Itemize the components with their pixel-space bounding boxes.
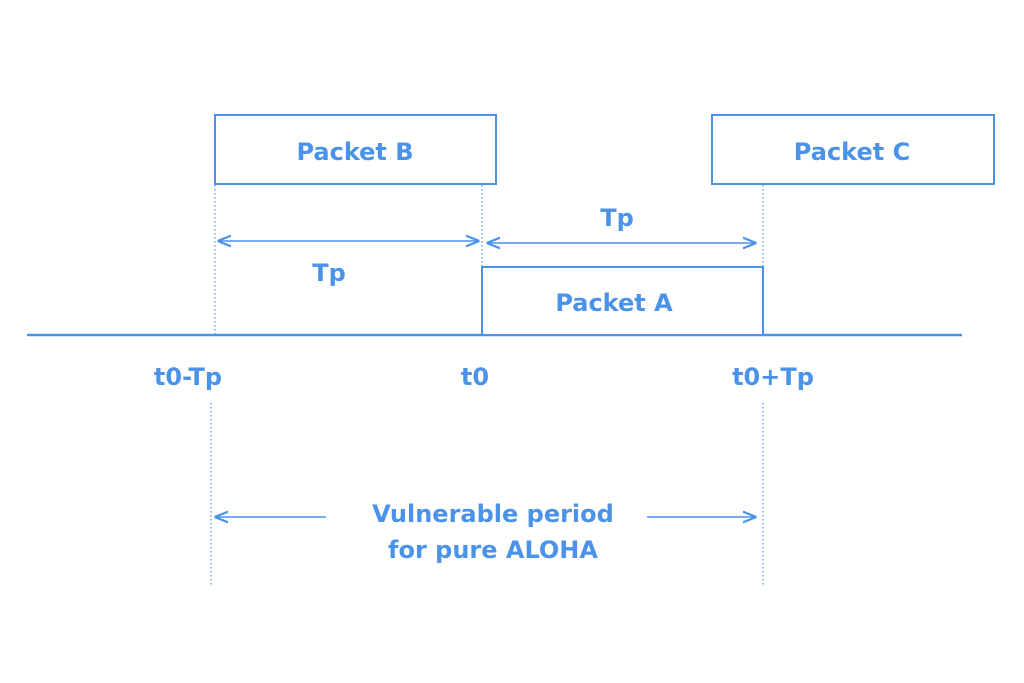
packet-a: Packet A — [481, 266, 764, 336]
vulnerable-period-line1: Vulnerable period — [372, 500, 614, 528]
left-tp-label: Tp — [312, 259, 346, 287]
packet-a-label: Packet A — [555, 289, 673, 317]
right-tp-label: Tp — [600, 204, 634, 232]
packet-b-label: Packet B — [296, 138, 413, 166]
packet-c: Packet C — [711, 114, 995, 185]
packet-c-label: Packet C — [794, 138, 910, 166]
packet-b-box — [214, 114, 497, 185]
axis-label-t0-minus-tp: t0-Tp — [154, 363, 222, 391]
packet-c-box — [711, 114, 995, 185]
packet-b: Packet B — [214, 114, 497, 185]
packet-a-box — [481, 266, 764, 336]
axis-label-t0: t0 — [461, 363, 489, 391]
axis-label-t0-plus-tp: t0+Tp — [732, 363, 814, 391]
vulnerable-period-line2: for pure ALOHA — [388, 536, 598, 564]
